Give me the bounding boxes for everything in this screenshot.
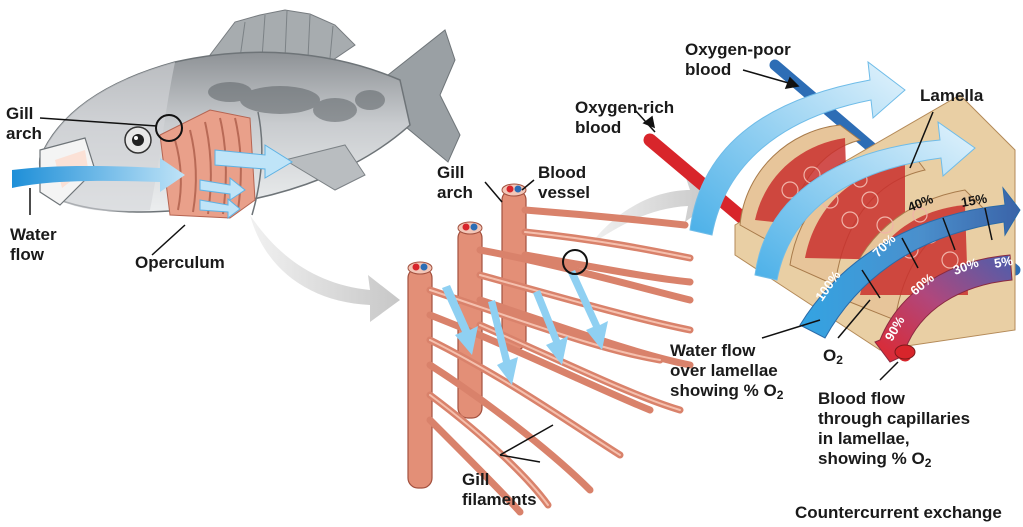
label-line: Oxygen-rich (575, 98, 674, 118)
blood-pct-4: 5% (993, 253, 1015, 271)
blood-pct-3: 30% (951, 255, 981, 278)
label-text: showing % O (670, 381, 777, 400)
label-oxygen-poor-blood: Oxygen-poor blood (685, 40, 791, 80)
label-blood-capillaries: Blood flow through capillaries in lamell… (818, 389, 970, 469)
label-water-over-lamellae: Water flow over lamellae showing % O2 (670, 341, 783, 401)
label-line: Gill (462, 470, 537, 490)
label-o2: O2 (823, 346, 843, 366)
label-line: flow (10, 245, 57, 265)
water-pct-1: 100% (812, 268, 844, 304)
label-line: Gill (437, 163, 473, 183)
label-line: arch (437, 183, 473, 203)
label-line: through capillaries (818, 409, 970, 429)
label-line: in lamellae, (818, 429, 970, 449)
water-pct-4: 15% (960, 191, 989, 210)
subscript: 2 (777, 388, 784, 402)
label-text: O (823, 346, 836, 365)
label-line: Blood (538, 163, 590, 183)
label-line: filaments (462, 490, 537, 510)
label-line: over lamellae (670, 361, 783, 381)
caption-countercurrent-exchange: Countercurrent exchange (795, 503, 1002, 523)
subscript: 2 (836, 353, 843, 367)
label-line: Water flow (670, 341, 783, 361)
label-line: vessel (538, 183, 590, 203)
subscript: 2 (925, 456, 932, 470)
label-line: arch (6, 124, 42, 144)
label-lamella: Lamella (920, 86, 983, 106)
label-line: blood (685, 60, 791, 80)
label-gill-arch-mid: Gill arch (437, 163, 473, 203)
blood-pct-2: 60% (907, 270, 937, 298)
label-line: Oxygen-poor (685, 40, 791, 60)
label-gill-filaments: Gill filaments (462, 470, 537, 510)
label-gill-arch-fish: Gill arch (6, 104, 42, 144)
label-line: blood (575, 118, 674, 138)
label-line: Blood flow (818, 389, 970, 409)
water-pct-2: 70% (870, 231, 899, 260)
label-line: Gill (6, 104, 42, 124)
blood-pct-1: 90% (882, 313, 908, 343)
label-oxygen-rich-blood: Oxygen-rich blood (575, 98, 674, 138)
label-operculum: Operculum (135, 253, 225, 273)
water-pct-3: 40% (906, 191, 936, 215)
label-line-with-subscript: showing % O2 (670, 381, 783, 401)
label-water-flow: Water flow (10, 225, 57, 265)
label-text: showing % O (818, 449, 925, 468)
label-line-with-subscript: showing % O2 (818, 449, 970, 469)
label-line: Water (10, 225, 57, 245)
label-blood-vessel: Blood vessel (538, 163, 590, 203)
